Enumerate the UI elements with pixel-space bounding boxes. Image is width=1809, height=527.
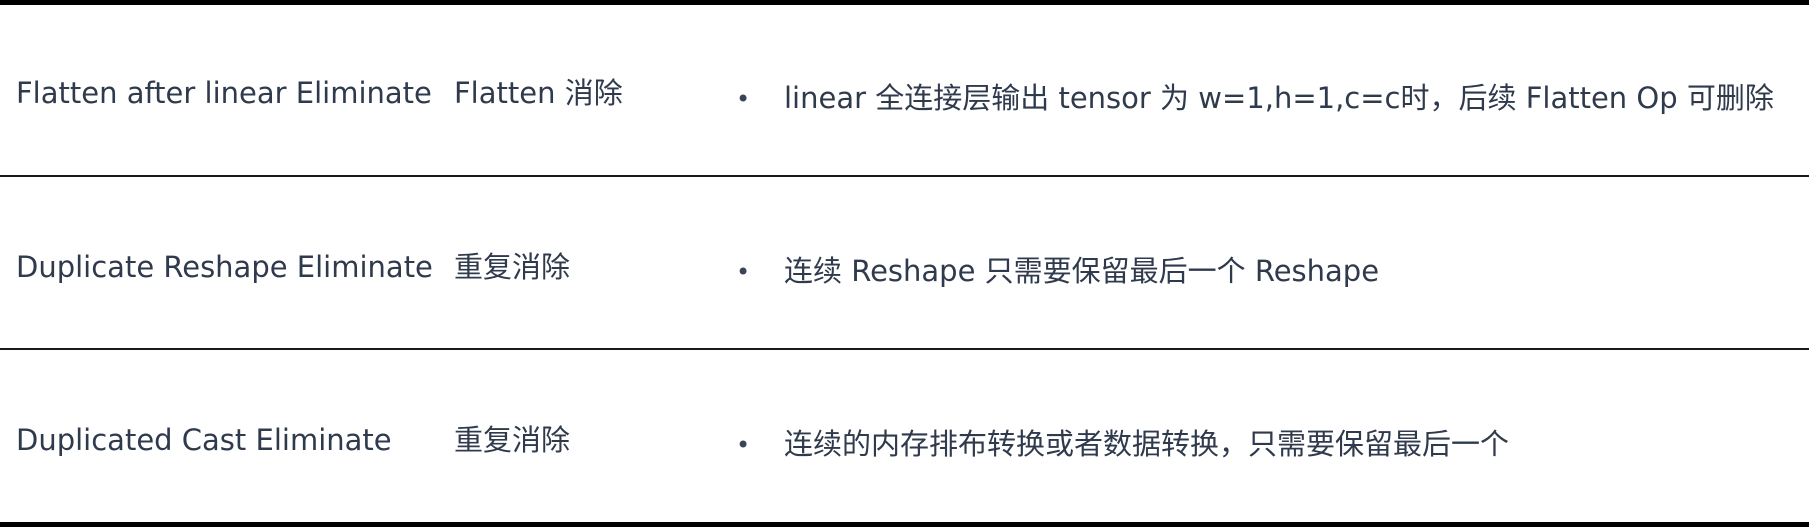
bullet-icon: • [736, 258, 751, 286]
rule-name: Duplicate Reshape Eliminate [16, 250, 433, 284]
bullet-icon: • [736, 431, 751, 459]
row-divider [0, 175, 1809, 177]
table-top-rule [0, 0, 1809, 5]
table-row: Duplicated Cast Eliminate 重复消除 • 连续的内存排布… [0, 350, 1809, 520]
row-divider [0, 348, 1809, 350]
rule-type: Flatten 消除 [454, 76, 623, 110]
rule-type: 重复消除 [454, 250, 571, 284]
rule-name: Duplicated Cast Eliminate [16, 423, 392, 457]
rule-description: 连续 Reshape 只需要保留最后一个 Reshape [784, 254, 1380, 288]
table-bottom-rule [0, 522, 1809, 527]
bullet-icon: • [736, 85, 751, 113]
rule-description: 连续的内存排布转换或者数据转换，只需要保留最后一个 [784, 427, 1510, 461]
rule-name: Flatten after linear Eliminate [16, 76, 432, 110]
table-row: Duplicate Reshape Eliminate 重复消除 • 连续 Re… [0, 177, 1809, 347]
rule-type: 重复消除 [454, 423, 571, 457]
table-row: Flatten after linear Eliminate Flatten 消… [0, 5, 1809, 175]
rule-description: linear 全连接层输出 tensor 为 w=1,h=1,c=c时，后续 F… [784, 81, 1774, 115]
